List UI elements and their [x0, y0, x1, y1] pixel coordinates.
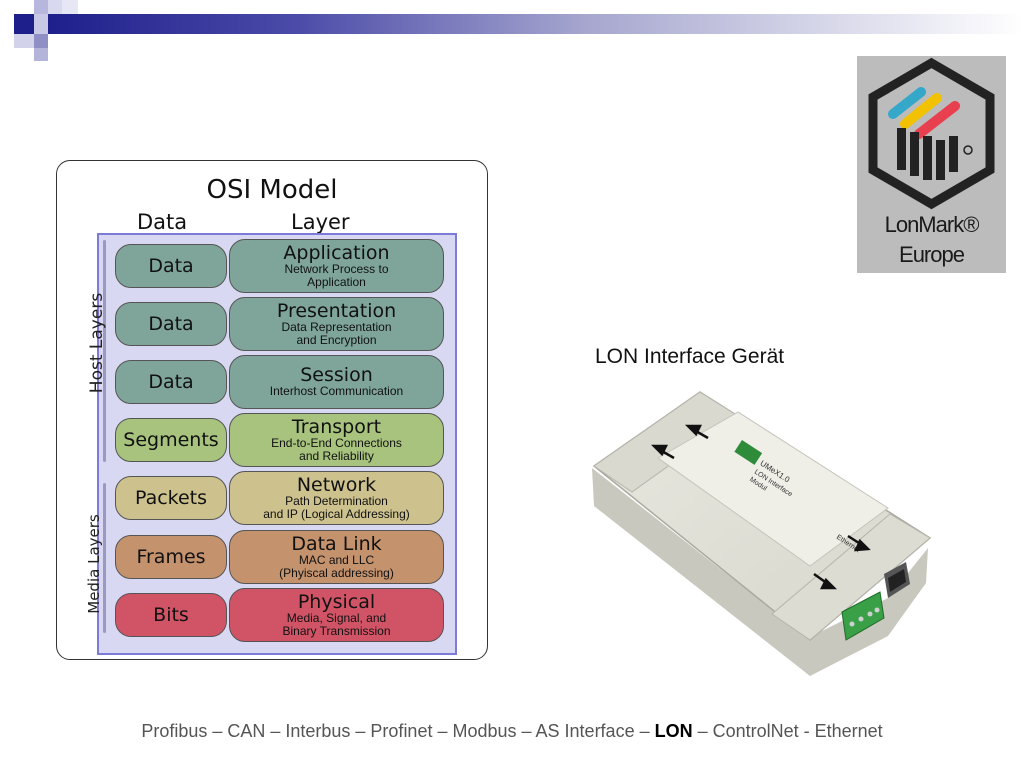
osi-layer-name: Transport [291, 415, 382, 438]
footer-text-after: – ControlNet - Ethernet [692, 721, 883, 741]
host-layers-line [103, 240, 106, 462]
osi-data-unit: Segments [115, 418, 227, 462]
banner-square [14, 34, 34, 48]
banner-gradient-bar [48, 14, 1024, 34]
osi-data-unit-label: Bits [153, 604, 189, 626]
osi-layer-description: and Reliability [299, 448, 374, 463]
banner-square [34, 14, 48, 34]
osi-model-diagram: OSI Model Data Layer Host Layers Media L… [56, 160, 488, 660]
banner-square [14, 14, 34, 34]
osi-layer-description: (Phyiscal addressing) [279, 565, 394, 580]
osi-data-unit: Data [115, 244, 227, 288]
arrow-icon [650, 424, 871, 590]
osi-data-unit-label: Packets [134, 487, 208, 509]
osi-layer-description: and IP (Logical Addressing) [263, 506, 410, 521]
banner-square [34, 0, 48, 14]
osi-data-unit-label: Data [148, 371, 194, 393]
osi-layer-description: Network Process to [284, 261, 389, 276]
title-banner [0, 0, 1024, 62]
osi-data-unit: Bits [115, 593, 227, 637]
lonmark-emblem-icon [868, 57, 995, 210]
osi-layer-name: Application [283, 241, 390, 264]
device-caption: LON Interface Gerät [595, 345, 785, 368]
osi-layer-name: Network [296, 473, 377, 496]
osi-data-unit: Data [115, 360, 227, 404]
osi-layer-description: Application [307, 274, 366, 289]
banner-square [34, 34, 48, 48]
fieldbus-list-footer: Profibus – CAN – Interbus – Profinet – M… [0, 721, 1024, 742]
osi-layer-description: Media, Signal, and [286, 610, 387, 625]
column-header-layer: Layer [291, 210, 350, 234]
osi-data-unit: Packets [115, 476, 227, 520]
footer-text-highlight: LON [654, 721, 693, 741]
osi-layer-description: Binary Transmission [282, 623, 391, 638]
lonmark-europe-logo: LonMark® Europe [857, 56, 1006, 273]
osi-data-unit-label: Data [148, 313, 194, 335]
osi-data-unit-label: Frames [136, 546, 206, 568]
media-layers-label: Media Layers [85, 514, 103, 614]
host-layers-label: Host Layers [87, 292, 107, 394]
osi-data-unit: Data [115, 302, 227, 346]
osi-layer-name: Data Link [291, 532, 382, 555]
lon-interface-device-image: UMeX1.0 LON Interface Modul Ethernet [588, 388, 938, 678]
banner-square [34, 48, 48, 61]
osi-layer-description: Data Representation [281, 319, 392, 334]
osi-layer-description: MAC and LLC [298, 552, 375, 567]
osi-layer-name: Session [300, 364, 373, 386]
osi-data-unit-label: Segments [123, 429, 219, 451]
osi-layer-description: Path Determination [285, 493, 388, 508]
column-header-data: Data [137, 210, 188, 234]
osi-layer-description: and Encryption [296, 332, 377, 347]
osi-layer-description: Interhost Communication [269, 384, 404, 398]
osi-layer-description: End-to-End Connections [271, 435, 402, 450]
osi-title: OSI Model [206, 175, 338, 205]
logo-text-europe: Europe [899, 242, 965, 267]
osi-layer-name: Physical [297, 590, 376, 613]
media-layers-line [103, 483, 106, 633]
logo-text-lonmark: LonMark® [884, 212, 980, 237]
footer-text-before: Profibus – CAN – Interbus – Profinet – M… [141, 721, 655, 741]
banner-square [48, 0, 62, 14]
osi-data-unit: Frames [115, 535, 227, 579]
banner-square [62, 0, 78, 14]
osi-data-unit-label: Data [148, 255, 194, 277]
osi-layer-name: Presentation [276, 299, 397, 322]
